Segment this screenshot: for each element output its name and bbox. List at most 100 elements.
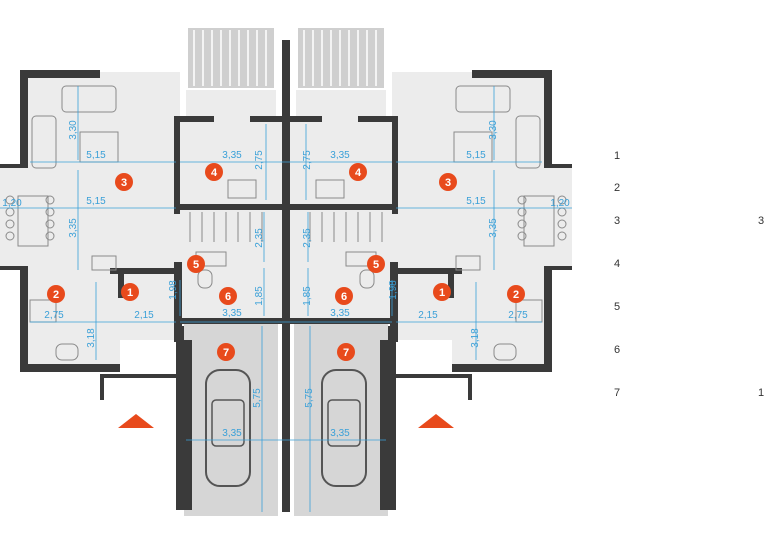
hall-wall-left: [392, 118, 398, 214]
room-marker-dot: [439, 173, 457, 191]
terrace-edge-side: [100, 374, 104, 400]
utility-wall: [176, 318, 286, 324]
room-marker-label: 2: [53, 289, 59, 301]
terrace-deck: [188, 28, 274, 88]
hall-wall-top: [174, 116, 214, 122]
dimension-label-living-width: 5,15: [466, 150, 486, 161]
dimension-label-stair-run: 2,35: [254, 228, 265, 248]
room-marker-5: 5: [367, 255, 385, 273]
garage-wall-left: [176, 326, 184, 510]
room-marker-dot: [205, 163, 223, 181]
dimension-label-kitchen-depth: 3,18: [86, 328, 97, 348]
room-marker-3: 3: [115, 173, 133, 191]
room-marker-dot: [121, 283, 139, 301]
room-marker-3: 3: [439, 173, 457, 191]
entry-wall-right: [390, 262, 398, 342]
kitchen-partition: [118, 268, 124, 298]
room-marker-2: 2: [47, 285, 65, 303]
dining-table: [17, 195, 49, 247]
dining-chair: [45, 219, 55, 229]
legend-number-7: 7: [614, 387, 621, 399]
kitchen-wall-top: [396, 268, 462, 274]
dimension-label-utility-depth: 1,85: [302, 286, 313, 306]
entry-wall-right: [174, 262, 182, 342]
dining-chair: [557, 219, 567, 229]
dimension-label-wc-depth: 1,98: [388, 280, 399, 300]
room-marker-dot: [337, 343, 355, 361]
car-roof: [211, 399, 245, 447]
exterior-wall-top: [20, 70, 100, 78]
stove: [455, 255, 481, 271]
bay-wall-bottom: [0, 266, 28, 270]
room-marker-dot: [187, 255, 205, 273]
room-marker-label: 2: [513, 289, 519, 301]
dimension-label-kitchen-depth: 3,18: [470, 328, 481, 348]
dining-chair: [517, 231, 527, 241]
dining-chair: [45, 195, 55, 205]
hall-wall-top-right: [286, 116, 322, 122]
room-marker-dot: [47, 285, 65, 303]
room-marker-label: 5: [373, 259, 379, 271]
edge-text-fragment: 3: [758, 215, 765, 227]
edge-text-fragment: 1: [758, 387, 765, 399]
room-marker-dot: [367, 255, 385, 273]
legend-number-1: 1: [614, 150, 621, 162]
armchair: [31, 115, 57, 169]
living-room-floor: [392, 72, 550, 272]
hall-wall-top-right: [250, 116, 286, 122]
utility-wall: [286, 318, 396, 324]
toilet: [197, 269, 213, 289]
toilet: [359, 269, 375, 289]
car: [321, 369, 367, 487]
room-marker-dot: [217, 343, 235, 361]
room-marker-label: 6: [341, 291, 347, 303]
sofa: [61, 85, 117, 113]
dimension-label-dining-depth: 3,35: [488, 218, 499, 238]
dimension-label-hall-width: 3,35: [330, 150, 350, 161]
exterior-wall-top: [472, 70, 552, 78]
garage-wall-left: [388, 326, 396, 510]
exterior-wall-bottom: [452, 364, 552, 372]
dimension-label-wc-depth: 1,98: [168, 280, 179, 300]
room-marker-label: 1: [127, 287, 133, 299]
terrace-edge: [100, 374, 184, 378]
legend-number-2: 2: [614, 182, 621, 194]
room-marker-label: 7: [223, 347, 229, 359]
kitchen-floor: [452, 270, 550, 370]
hall-wall-top: [358, 116, 398, 122]
party-wall: [282, 40, 290, 512]
porch-floor: [186, 90, 276, 118]
garage-wall-left-inner: [380, 340, 388, 510]
bay-window-floor: [550, 166, 572, 270]
bay-window-floor: [0, 166, 22, 270]
room-marker-label: 3: [445, 177, 451, 189]
hall-floor: [286, 118, 396, 208]
shoe-cabinet: [227, 179, 257, 199]
armchair: [515, 115, 541, 169]
room-marker-7: 7: [337, 343, 355, 361]
room-marker-dot: [335, 287, 353, 305]
room-marker-label: 7: [343, 347, 349, 359]
dining-chair: [517, 219, 527, 229]
entry-floor: [120, 270, 176, 340]
stair-wall: [174, 204, 286, 210]
dimension-label-entry-width: 2,15: [418, 310, 438, 321]
stove: [91, 255, 117, 271]
shoe-cabinet: [315, 179, 345, 199]
dimension-label-boiler-width: 3,35: [330, 308, 350, 319]
terrace-edge: [388, 374, 472, 378]
dimension-label-boiler-width: 3,35: [222, 308, 242, 319]
dimension-label-hall-depth: 2,75: [302, 150, 313, 170]
dining-chair: [45, 231, 55, 241]
dimension-label-living-depth: 3,30: [68, 120, 79, 140]
bay-wall-bottom: [544, 266, 572, 270]
terrace-edge-side: [468, 374, 472, 400]
entrance-arrow: [118, 414, 154, 428]
room-marker-4: 4: [205, 163, 223, 181]
legend-number-5: 5: [614, 301, 621, 313]
room-marker-5: 5: [187, 255, 205, 273]
porch-floor: [296, 90, 386, 118]
room-marker-label: 4: [355, 167, 362, 179]
exterior-wall-left-lower: [544, 270, 552, 370]
